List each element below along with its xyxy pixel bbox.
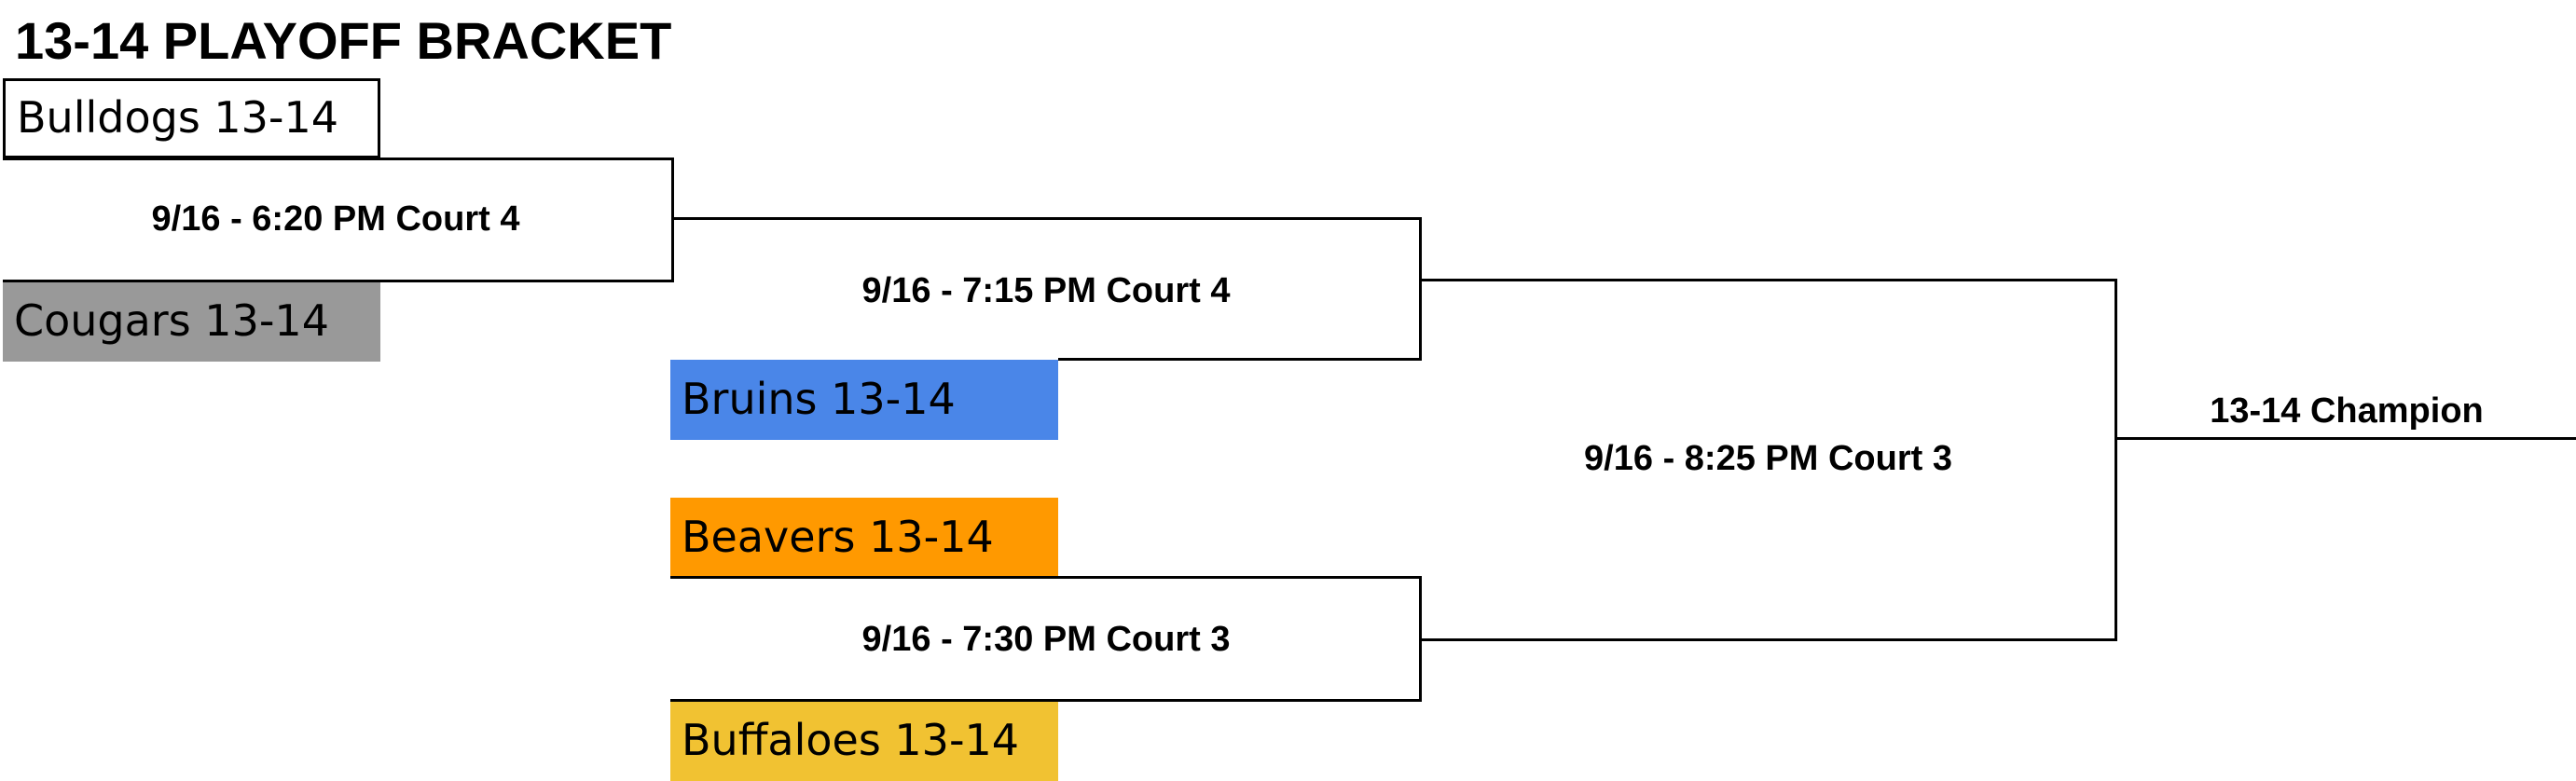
team-bruins: Bruins 13-14 (670, 360, 1058, 440)
game-time-final: 9/16 - 8:25 PM Court 3 (1584, 439, 1952, 478)
team-buffaloes: Buffaloes 13-14 (670, 701, 1058, 781)
game-time-game3: 9/16 - 7:30 PM Court 3 (861, 620, 1231, 659)
game-time-game2: 9/16 - 7:15 PM Court 4 (861, 271, 1231, 310)
champion-label: 13-14 Champion (2210, 391, 2484, 431)
bracket-line (3, 158, 674, 160)
bracket-line (1419, 217, 1422, 361)
bracket-line (670, 699, 1422, 702)
bracket-line (2115, 279, 2117, 641)
bracket-line (1419, 279, 2117, 281)
bracket-line (670, 576, 1422, 579)
bracket-title: 13-14 PLAYOFF BRACKET (15, 11, 672, 70)
champion-line (2115, 437, 2576, 440)
bracket-line (1058, 358, 1422, 361)
bracket-line (3, 280, 674, 282)
team-bulldogs: Bulldogs 13-14 (3, 78, 380, 158)
bracket-line (671, 217, 1422, 220)
team-beavers: Beavers 13-14 (670, 498, 1058, 578)
game-time-game1: 9/16 - 6:20 PM Court 4 (151, 199, 520, 239)
bracket-line (671, 158, 674, 282)
team-cougars: Cougars 13-14 (3, 281, 380, 362)
bracket-line (1419, 638, 2117, 641)
